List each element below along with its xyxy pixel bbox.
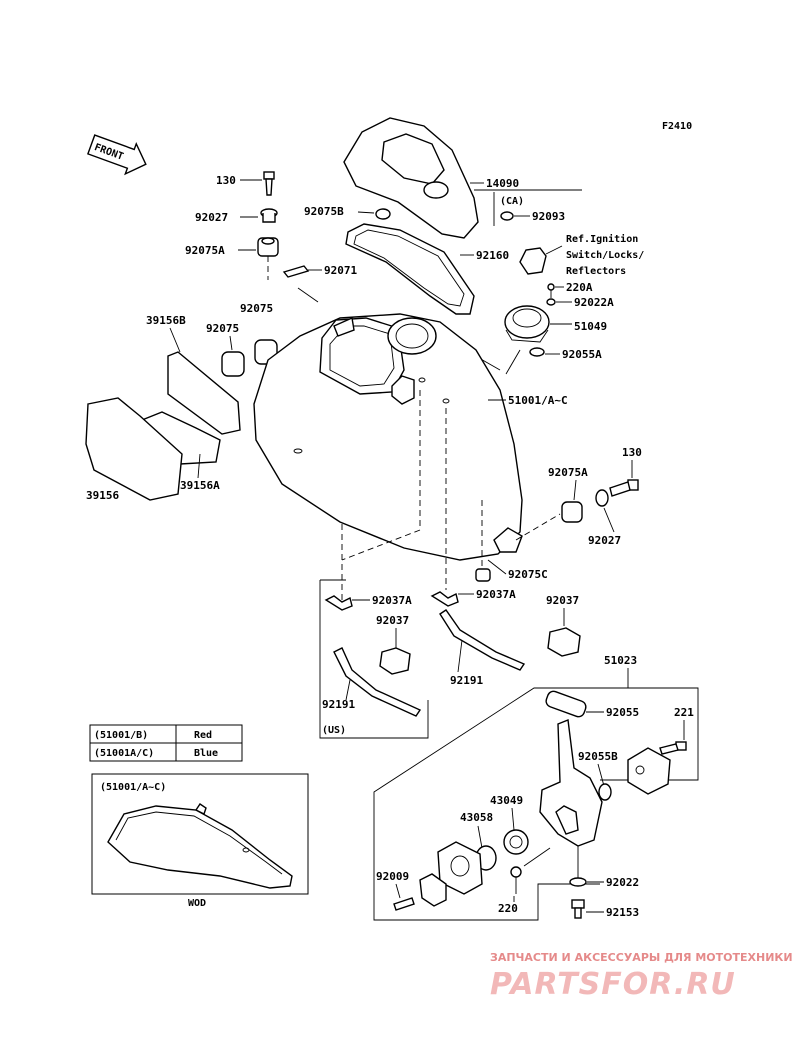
washer-92022A <box>546 298 556 306</box>
clip-92037-right <box>547 627 581 657</box>
cover-plate <box>627 747 671 795</box>
part-label: 92075C <box>508 568 548 581</box>
wod-tank-stripe <box>107 803 293 889</box>
part-label: 92037A <box>476 588 516 601</box>
part-label: 130 <box>216 174 236 187</box>
part-label: 14090 <box>486 177 519 190</box>
gasket-92055 <box>545 690 587 718</box>
clip-92071 <box>282 265 310 278</box>
part-label: 92093 <box>532 210 565 223</box>
screw-221 <box>659 741 687 755</box>
part-label: 92075A <box>548 466 588 479</box>
clamp-92037A-right <box>430 591 459 607</box>
part-label: 92055A <box>562 348 602 361</box>
part-label: 51001/A~C <box>508 394 568 407</box>
watermark-tagline: ЗАПЧАСТИ И АКСЕССУАРЫ ДЛЯ МОТОТЕХНИКИ <box>490 951 793 964</box>
ref-note-line: Reflectors <box>566 266 626 277</box>
bolt-130-right <box>609 479 639 497</box>
wod-label: WOD <box>188 898 206 909</box>
grommet-92075B <box>375 208 391 220</box>
part-label: 130 <box>622 446 642 459</box>
figure-id: F2410 <box>662 121 692 132</box>
legend-code: (51001/B) <box>94 730 148 741</box>
part-label: 92037 <box>376 614 409 627</box>
part-label: 92191 <box>450 674 483 687</box>
part-label: 92009 <box>376 870 409 883</box>
damper-92075A-top <box>257 237 279 257</box>
bolt-130-top <box>263 171 275 196</box>
damper-92075A-right <box>561 501 583 523</box>
fuel-cock-body <box>539 719 603 847</box>
bolt-92153 <box>571 899 585 919</box>
damper-92075-pair <box>221 339 278 377</box>
part-label: 39156B <box>146 314 186 327</box>
ca-label: (CA) <box>500 196 524 207</box>
part-label: 220 <box>498 902 518 915</box>
legend-color: Blue <box>194 748 218 759</box>
ref-note-line: Switch/Locks/ <box>566 249 644 261</box>
part-label: 92075 <box>206 322 239 335</box>
clamp-92037A-left <box>324 595 353 611</box>
part-label: 43049 <box>490 794 523 807</box>
clip-92037-left <box>379 647 411 675</box>
legend-color: Red <box>194 730 212 741</box>
screw-220 <box>510 866 522 894</box>
washer-92022 <box>569 877 587 887</box>
part-label: 92027 <box>195 211 228 224</box>
part-label: 92075A <box>185 244 225 257</box>
legend-code: (51001A/C) <box>94 748 154 759</box>
part-label: 51023 <box>604 654 637 667</box>
part-label: 92022 <box>606 876 639 889</box>
part-label: 92037 <box>546 594 579 607</box>
part-label: 92027 <box>588 534 621 547</box>
part-label: 92153 <box>606 906 639 919</box>
screw-92009 <box>393 897 415 911</box>
hose-92191-left <box>333 647 422 717</box>
watermark-logo: PARTSFOR.RU <box>490 967 736 1002</box>
wod-box-label: (51001/A~C) <box>100 782 166 793</box>
front-arrow-icon: FRONT <box>87 134 147 176</box>
tank-dash-14090 <box>343 117 479 239</box>
oring-92055B <box>598 783 612 801</box>
us-label: (US) <box>322 725 346 736</box>
part-label: 39156A <box>180 479 220 492</box>
side-cover-39156 <box>85 397 183 501</box>
knob-lever <box>419 873 447 907</box>
part-label: 92037A <box>372 594 412 607</box>
us-box <box>319 579 429 739</box>
part-label: 92160 <box>476 249 509 262</box>
part-label: 92055 <box>606 706 639 719</box>
fuel-tank-51001 <box>253 313 523 561</box>
grommet-92075C <box>475 568 491 582</box>
grommet-92093 <box>500 211 514 221</box>
part-label: 43058 <box>460 811 493 824</box>
part-label: 92071 <box>324 264 357 277</box>
part-label: 92022A <box>574 296 614 309</box>
part-label: 39156 <box>86 489 119 502</box>
collar-92027-right <box>595 489 609 507</box>
gasket-92160 <box>345 223 475 315</box>
side-cover-39156B <box>167 351 241 435</box>
part-label: 92075 <box>240 302 273 315</box>
part-label: 220A <box>566 281 593 294</box>
hose-92191-right <box>439 609 526 671</box>
screw-220A <box>547 283 555 298</box>
color-legend-table <box>89 724 243 762</box>
ref-note-line: Ref.Ignition <box>566 233 638 245</box>
lever-43049 <box>503 829 529 855</box>
part-label: 92191 <box>322 698 355 711</box>
gasket-92055A <box>529 347 545 357</box>
part-label: 221 <box>674 706 694 719</box>
lock-cylinder <box>519 247 547 275</box>
part-label: 92075B <box>304 205 344 218</box>
part-label: 92055B <box>578 750 618 763</box>
part-label: 51049 <box>574 320 607 333</box>
wod-inset-box <box>91 773 309 895</box>
collar-92027-top <box>260 208 278 223</box>
fuel-cap-51049 <box>504 305 550 343</box>
